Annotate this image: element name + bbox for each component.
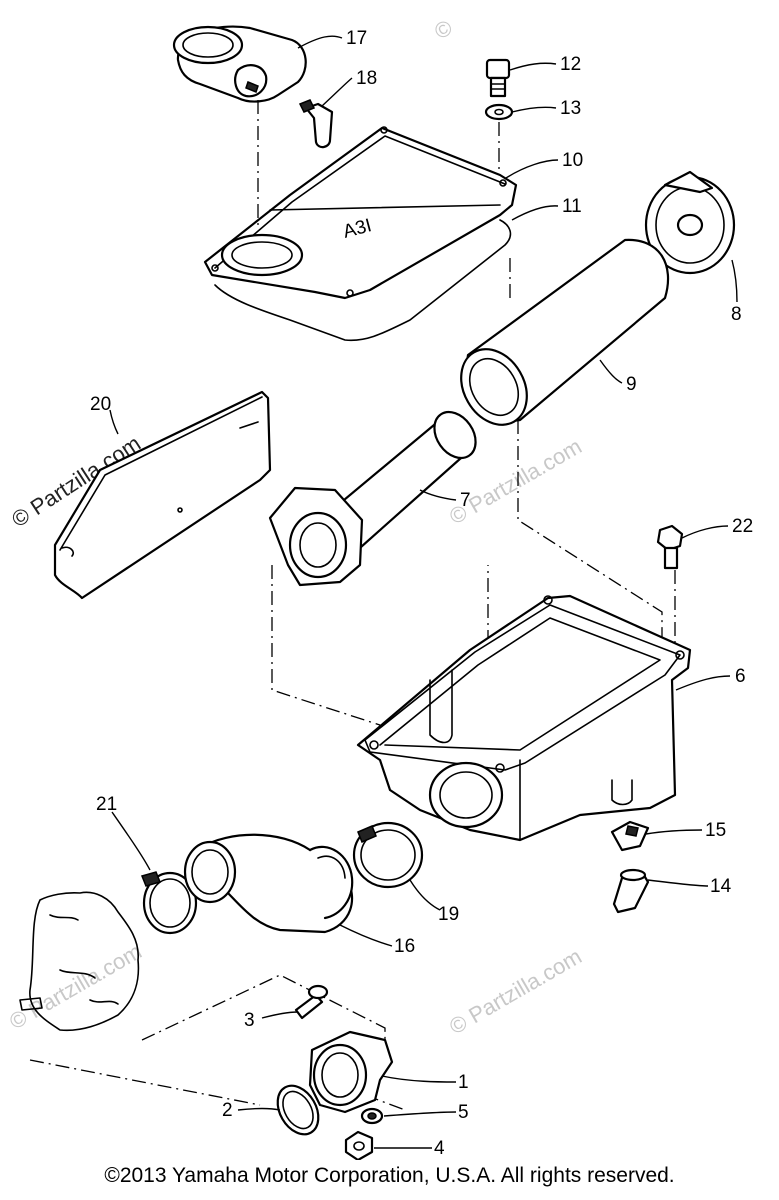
label-3: 3 — [244, 1010, 255, 1031]
part-18-breather-hose — [298, 99, 334, 149]
part-21-clamp — [140, 871, 198, 935]
label-19: 19 — [438, 904, 459, 925]
label-1: 1 — [458, 1072, 469, 1093]
label-11: 11 — [562, 196, 582, 217]
part-1-carburetor-joint — [308, 1030, 394, 1114]
part-5-washer — [360, 1107, 384, 1125]
exploded-parts-diagram: © © Partzilla.com © Partzilla.com © Part… — [5, 15, 753, 1160]
label-18: 18 — [356, 68, 377, 89]
part-12-bolt — [485, 58, 511, 98]
part-17-intake-elbow — [172, 25, 307, 103]
part-8-end-cap — [644, 170, 736, 275]
watermark-lower-right: © Partzilla.com — [445, 944, 586, 1040]
part-15-clip — [610, 820, 650, 852]
watermark-top: © — [430, 15, 457, 45]
label-14: 14 — [710, 876, 732, 897]
label-17: 17 — [346, 28, 367, 49]
label-6: 6 — [735, 666, 746, 687]
leader-lines — [109, 35, 738, 1149]
label-20: 20 — [90, 394, 111, 415]
label-21: 21 — [96, 794, 117, 815]
part-4-nut — [344, 1130, 374, 1160]
label-10: 10 — [562, 150, 583, 171]
label-5: 5 — [458, 1102, 469, 1123]
label-7: 7 — [460, 490, 471, 511]
part-11-cover-gasket — [214, 219, 512, 342]
part-13-washer — [484, 103, 514, 121]
part-7-filter-guide — [268, 410, 477, 587]
assembly-line-carb — [29, 1059, 261, 1106]
copyright-notice: ©2013 Yamaha Motor Corporation, U.S.A. A… — [104, 1164, 675, 1187]
label-8: 8 — [731, 304, 742, 325]
label-13: 13 — [560, 98, 581, 119]
label-9: 9 — [626, 374, 637, 395]
part-6-airbox-case — [356, 594, 692, 842]
part-14-drain — [612, 868, 650, 914]
label-15: 15 — [705, 820, 726, 841]
part-3-bolt — [294, 984, 329, 1020]
label-16: 16 — [394, 936, 415, 957]
label-4: 4 — [434, 1138, 445, 1159]
part-10-airbox-cover: A3I — [203, 126, 518, 300]
part-2-o-ring — [276, 1084, 320, 1136]
part-9-filter-element — [460, 238, 670, 426]
label-12: 12 — [560, 54, 581, 75]
carburetor-outline — [19, 891, 140, 1032]
part-22-bolt — [656, 524, 684, 570]
label-2: 2 — [222, 1100, 233, 1121]
part-19-clamp — [352, 821, 424, 889]
label-22: 22 — [732, 516, 753, 537]
assembly-line-9 — [517, 420, 663, 660]
part-16-intake-joint — [183, 833, 354, 934]
watermark-lower-left: © Partzilla.com — [5, 939, 146, 1035]
part-20-filter-sheet — [53, 390, 272, 600]
